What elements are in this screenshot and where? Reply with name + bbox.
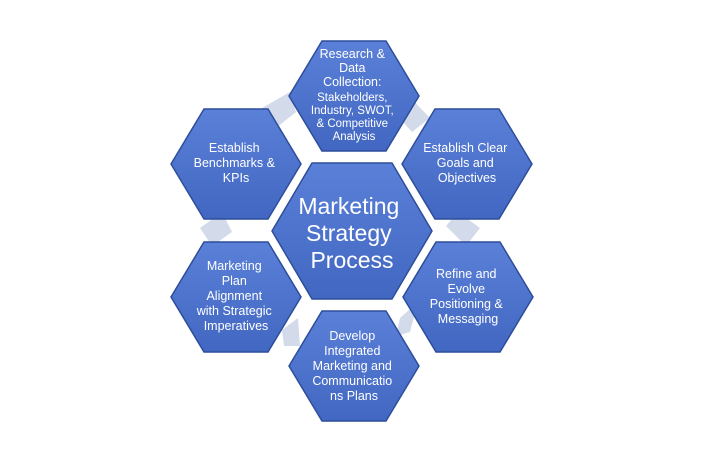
hexagon-shape bbox=[170, 108, 302, 220]
hexagon-label: Establish Clear Goals and Objectives bbox=[423, 141, 511, 185]
hexagon-center: Marketing Strategy Process bbox=[271, 162, 433, 300]
hexagon-benchmarks: Establish Benchmarks & KPIs bbox=[170, 108, 302, 220]
hexagon-alignment: Marketing Plan Alignment with Strategic … bbox=[170, 241, 302, 353]
hexagon-shape bbox=[401, 108, 533, 220]
hexagon-label: Refine and Evolve Positioning & Messagin… bbox=[430, 267, 506, 326]
hexagon-shape bbox=[271, 162, 433, 300]
hexagon-shape bbox=[288, 40, 420, 152]
hexagon-shape bbox=[170, 241, 302, 353]
hexagon-shape bbox=[402, 241, 534, 353]
connector-5-6 bbox=[200, 212, 232, 246]
center-title: Marketing Strategy Process bbox=[298, 193, 405, 273]
connector-4-5 bbox=[282, 318, 300, 346]
hexagon-label: Research & Data Collection: Stakeholders… bbox=[311, 47, 397, 143]
hexagon-label: Marketing Plan Alignment with Strategic … bbox=[196, 259, 276, 333]
hexagon-goals: Establish Clear Goals and Objectives bbox=[401, 108, 533, 220]
hexagon-shape bbox=[288, 310, 420, 422]
hexagon-positioning: Refine and Evolve Positioning & Messagin… bbox=[402, 241, 534, 353]
hexagon-label: Establish Benchmarks & KPIs bbox=[194, 141, 279, 185]
hexagon-label: Develop Integrated Marketing and Communi… bbox=[312, 329, 395, 403]
hexagon-integrated-plans: Develop Integrated Marketing and Communi… bbox=[288, 310, 420, 422]
connector-2-3 bbox=[446, 212, 480, 246]
hexagon-research: Research & Data Collection: Stakeholders… bbox=[288, 40, 420, 152]
